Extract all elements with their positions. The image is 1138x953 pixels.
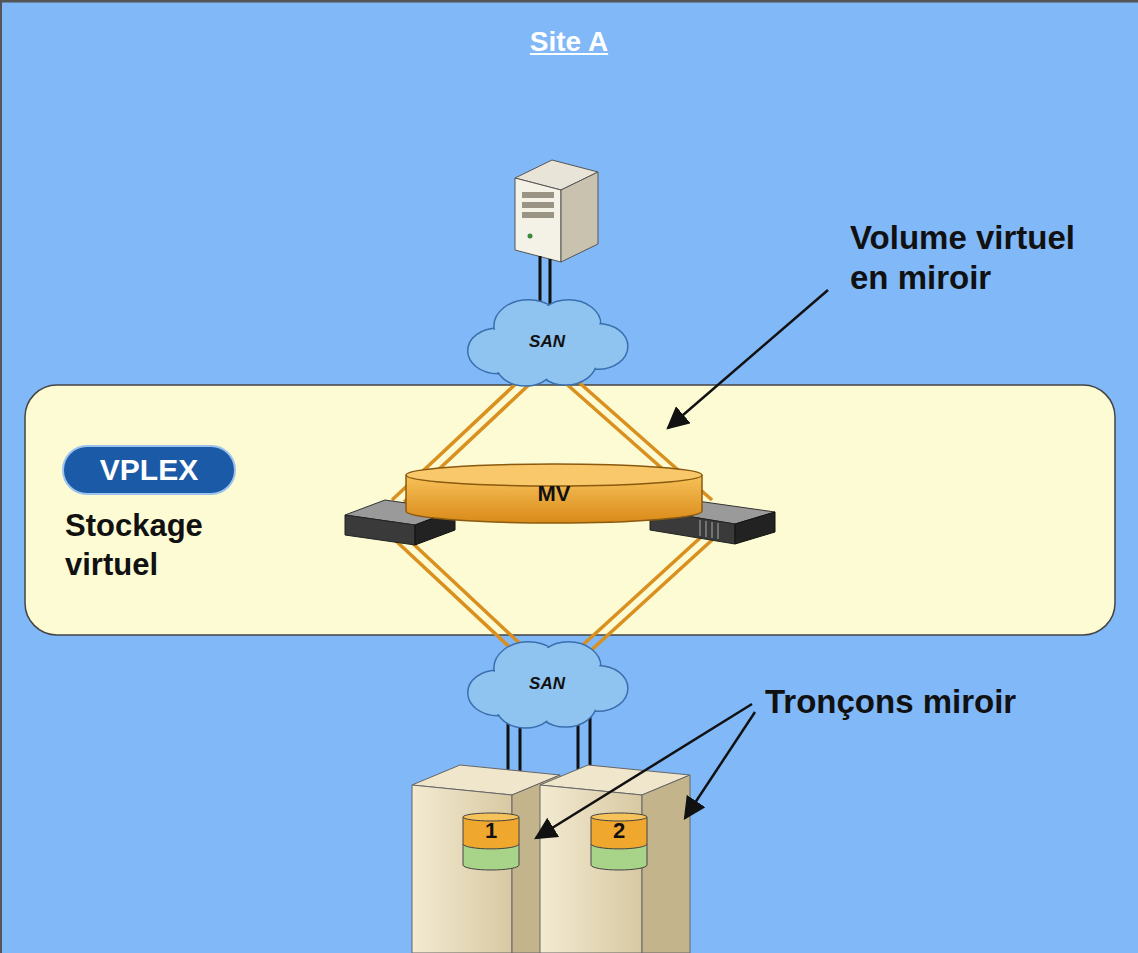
storage-array bbox=[540, 765, 690, 953]
san-cloud: SAN bbox=[470, 298, 624, 386]
title: Site A bbox=[0, 26, 1138, 58]
node-label: SAN bbox=[529, 332, 565, 352]
mirror-leg: 2 bbox=[590, 812, 648, 870]
mirrored-volume: MV bbox=[405, 463, 703, 523]
vplex-badge: VPLEX bbox=[62, 445, 236, 495]
virtual-storage-band bbox=[25, 385, 1115, 635]
fabric-links bbox=[392, 378, 712, 655]
callout-label: Tronçons miroir bbox=[765, 682, 1025, 722]
node-label: MV bbox=[538, 481, 571, 507]
node-label: VPLEX bbox=[100, 453, 198, 487]
callout-label: Volume virtuel en miroir bbox=[850, 218, 1110, 297]
node-label: SAN bbox=[529, 674, 565, 694]
server-icon bbox=[515, 160, 598, 262]
frame-edge bbox=[0, 0, 1138, 3]
leader-arrow bbox=[536, 290, 828, 838]
node-label: 1 bbox=[485, 818, 497, 844]
san-cloud: SAN bbox=[470, 640, 624, 728]
virtual-storage-band: Stockage virtuel VPLEX MV bbox=[25, 385, 1115, 635]
node-label: 2 bbox=[613, 818, 625, 844]
host-cables bbox=[540, 256, 550, 305]
frame-edge bbox=[0, 0, 2, 953]
mirror-leg: 1 bbox=[462, 812, 520, 870]
band-label: Stockage virtuel bbox=[65, 507, 265, 585]
storage-array bbox=[412, 765, 560, 953]
